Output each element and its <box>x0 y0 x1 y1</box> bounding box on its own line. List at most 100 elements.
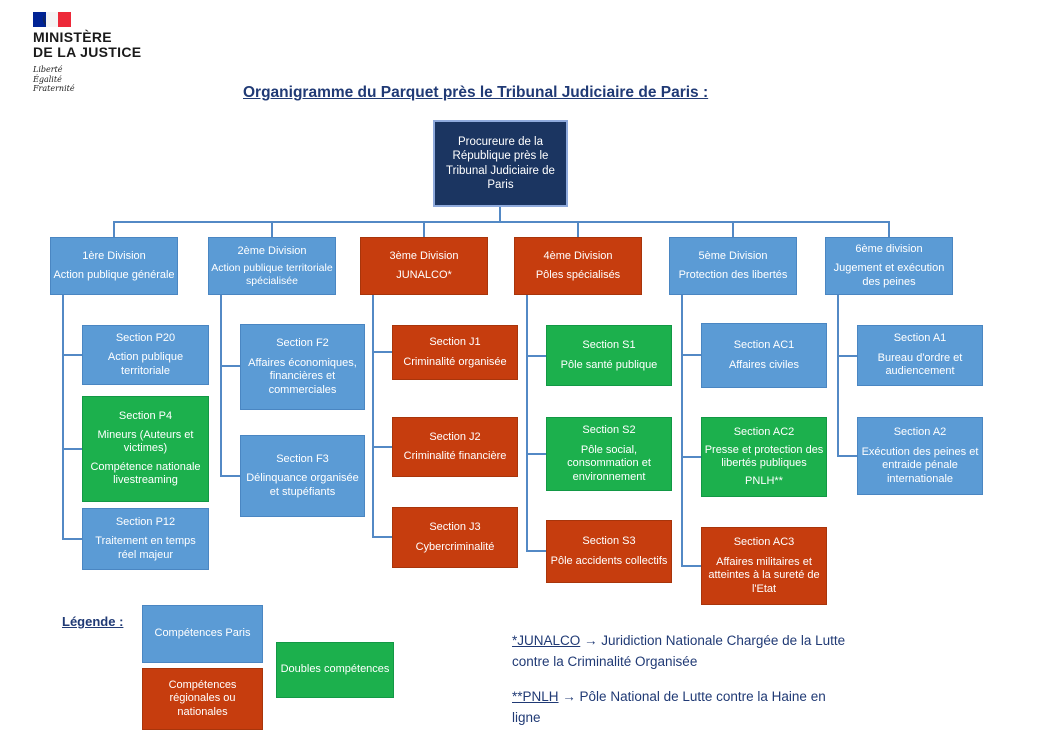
connector-line <box>372 351 392 353</box>
section-p4-name: Section P4 <box>118 410 173 423</box>
legend-competences-regionales-label: Compétences régionales ou nationales <box>168 678 237 718</box>
ministry-name-line2: DE LA JUSTICE <box>33 44 142 60</box>
motto-egalite: Égalité <box>33 74 62 84</box>
section-ac3-desc: Affaires militaires et atteintes à la su… <box>708 555 820 595</box>
section-f2-box: Section F2 Affaires économiques, financi… <box>240 324 365 410</box>
division-4-subtitle: Pôles spécialisés <box>535 269 621 281</box>
footnote-junalco-definition: → Juridiction Nationale Chargée de la Lu… <box>512 633 846 669</box>
connector-line <box>113 222 115 237</box>
connector-line <box>732 222 734 237</box>
section-j3-box: Section J3 Cybercriminalité <box>392 507 518 568</box>
division-3-name: 3ème Division <box>389 249 459 262</box>
connector-line <box>837 455 857 457</box>
motto-fraternite: Fraternité <box>33 84 75 93</box>
section-a1-desc: Bureau d'ordre et audiencement <box>877 351 963 378</box>
section-s1-name: Section S1 <box>582 339 636 351</box>
connector-line <box>372 446 392 448</box>
section-a1-box: Section A1 Bureau d'ordre et audiencemen… <box>857 325 983 386</box>
connector-line <box>62 354 82 356</box>
footnote-junalco-term: *JUNALCO <box>512 633 581 648</box>
connector-line <box>837 295 839 457</box>
connector-line <box>62 295 64 540</box>
division-2-box: 2ème Division Action publique territoria… <box>208 237 336 295</box>
footnote-pnlh: **PNLH → Pôle National de Lutte contre l… <box>512 686 857 728</box>
connector-line <box>220 475 240 477</box>
connector-line <box>837 355 857 357</box>
section-j3-desc: Cybercriminalité <box>415 540 495 553</box>
section-ac2-box: Section AC2 Presse et protection des lib… <box>701 417 827 497</box>
section-p20-name: Section P20 <box>115 331 176 344</box>
division-6-name: 6ème division <box>855 242 923 255</box>
footnote-pnlh-definition: → Pôle National de Lutte contre la Haine… <box>512 689 826 725</box>
section-a2-desc: Exécution des peines et entraide pénale … <box>861 445 979 485</box>
section-p12-desc: Traitement en temps réel majeur <box>95 535 196 561</box>
division-3-subtitle: JUNALCO* <box>396 269 452 281</box>
section-p4-desc2: Compétence nationale livestreaming <box>90 460 201 487</box>
section-ac1-box: Section AC1 Affaires civiles <box>701 323 827 388</box>
division-2-subtitle: Action publique territoriale spécialisée <box>211 262 333 287</box>
section-s2-desc: Pôle social, consommation et environneme… <box>567 443 651 483</box>
division-6-box: 6ème division Jugement et exécution des … <box>825 237 953 295</box>
section-f3-desc: Délinquance organisée et stupéfiants <box>246 472 359 498</box>
french-flag-icon <box>33 12 72 29</box>
section-s3-name: Section S3 <box>582 535 636 547</box>
legend-competences-regionales: Compétences régionales ou nationales <box>142 668 263 730</box>
connector-line <box>220 365 240 367</box>
connector-line <box>526 295 528 552</box>
connector-line <box>526 550 546 552</box>
section-ac2-name: Section AC2 <box>733 426 795 438</box>
division-4-name: 4ème Division <box>543 249 613 262</box>
connector-line <box>113 221 890 223</box>
division-2-name: 2ème Division <box>237 244 307 257</box>
section-s1-box: Section S1 Pôle santé publique <box>546 325 672 386</box>
legend-label: Légende : <box>62 614 124 629</box>
connector-line <box>681 565 701 567</box>
section-f3-box: Section F3 Délinquance organisée et stup… <box>240 435 365 517</box>
section-s2-name: Section S2 <box>582 424 636 436</box>
legend-competences-paris: Compétences Paris <box>142 605 263 663</box>
section-j1-name: Section J1 <box>429 336 481 348</box>
section-j1-box: Section J1 Criminalité organisée <box>392 325 518 380</box>
section-s2-box: Section S2 Pôle social, consommation et … <box>546 417 672 491</box>
section-ac2-desc: Presse et protection des libertés publiq… <box>704 443 824 470</box>
section-p12-box: Section P12 Traitement en temps réel maj… <box>82 508 209 570</box>
connector-line <box>372 536 392 538</box>
connector-line <box>499 207 501 222</box>
division-4-box: 4ème Division Pôles spécialisés <box>514 237 642 295</box>
section-s1-desc: Pôle santé publique <box>560 358 658 371</box>
division-6-subtitle: Jugement et exécution des peines <box>833 262 945 288</box>
connector-line <box>423 222 425 237</box>
root-box-procureure: Procureure de la République près le Trib… <box>433 120 568 207</box>
footnote-junalco: *JUNALCO → Juridiction Nationale Chargée… <box>512 630 857 672</box>
section-j1-desc: Criminalité organisée <box>403 355 507 368</box>
legend-doubles-competences-label: Doubles compétences <box>280 663 390 676</box>
connector-line <box>681 354 701 356</box>
division-5-box: 5ème Division Protection des libertés <box>669 237 797 295</box>
division-1-subtitle: Action publique générale <box>53 269 175 281</box>
section-p12-name: Section P12 <box>115 515 176 528</box>
connector-line <box>681 295 683 567</box>
division-5-name: 5ème Division <box>698 249 768 262</box>
section-f3-name: Section F3 <box>276 452 329 465</box>
section-ac2-desc2: PNLH** <box>745 474 783 487</box>
connector-line <box>62 448 82 450</box>
connector-line <box>577 222 579 237</box>
division-1-box: 1ère Division Action publique générale <box>50 237 178 295</box>
connector-line <box>372 295 374 538</box>
motto-liberte: Liberté <box>33 65 63 74</box>
page-title: Organigramme du Parquet près le Tribunal… <box>243 84 709 101</box>
connector-line <box>681 456 701 458</box>
section-ac3-name: Section AC3 <box>733 536 795 548</box>
connector-line <box>526 453 546 455</box>
ministry-name-line1: MINISTÈRE <box>33 29 112 45</box>
root-box-label: Procureure de la République près le Trib… <box>446 135 555 192</box>
section-j2-desc: Criminalité financière <box>403 450 507 462</box>
legend-doubles-competences: Doubles compétences <box>276 642 394 698</box>
section-ac1-desc: Affaires civiles <box>728 358 800 371</box>
section-j2-box: Section J2 Criminalité financière <box>392 417 518 477</box>
connector-line <box>526 355 546 357</box>
section-ac1-name: Section AC1 <box>733 339 795 351</box>
section-f2-name: Section F2 <box>276 337 329 349</box>
section-s3-box: Section S3 Pôle accidents collectifs <box>546 520 672 583</box>
